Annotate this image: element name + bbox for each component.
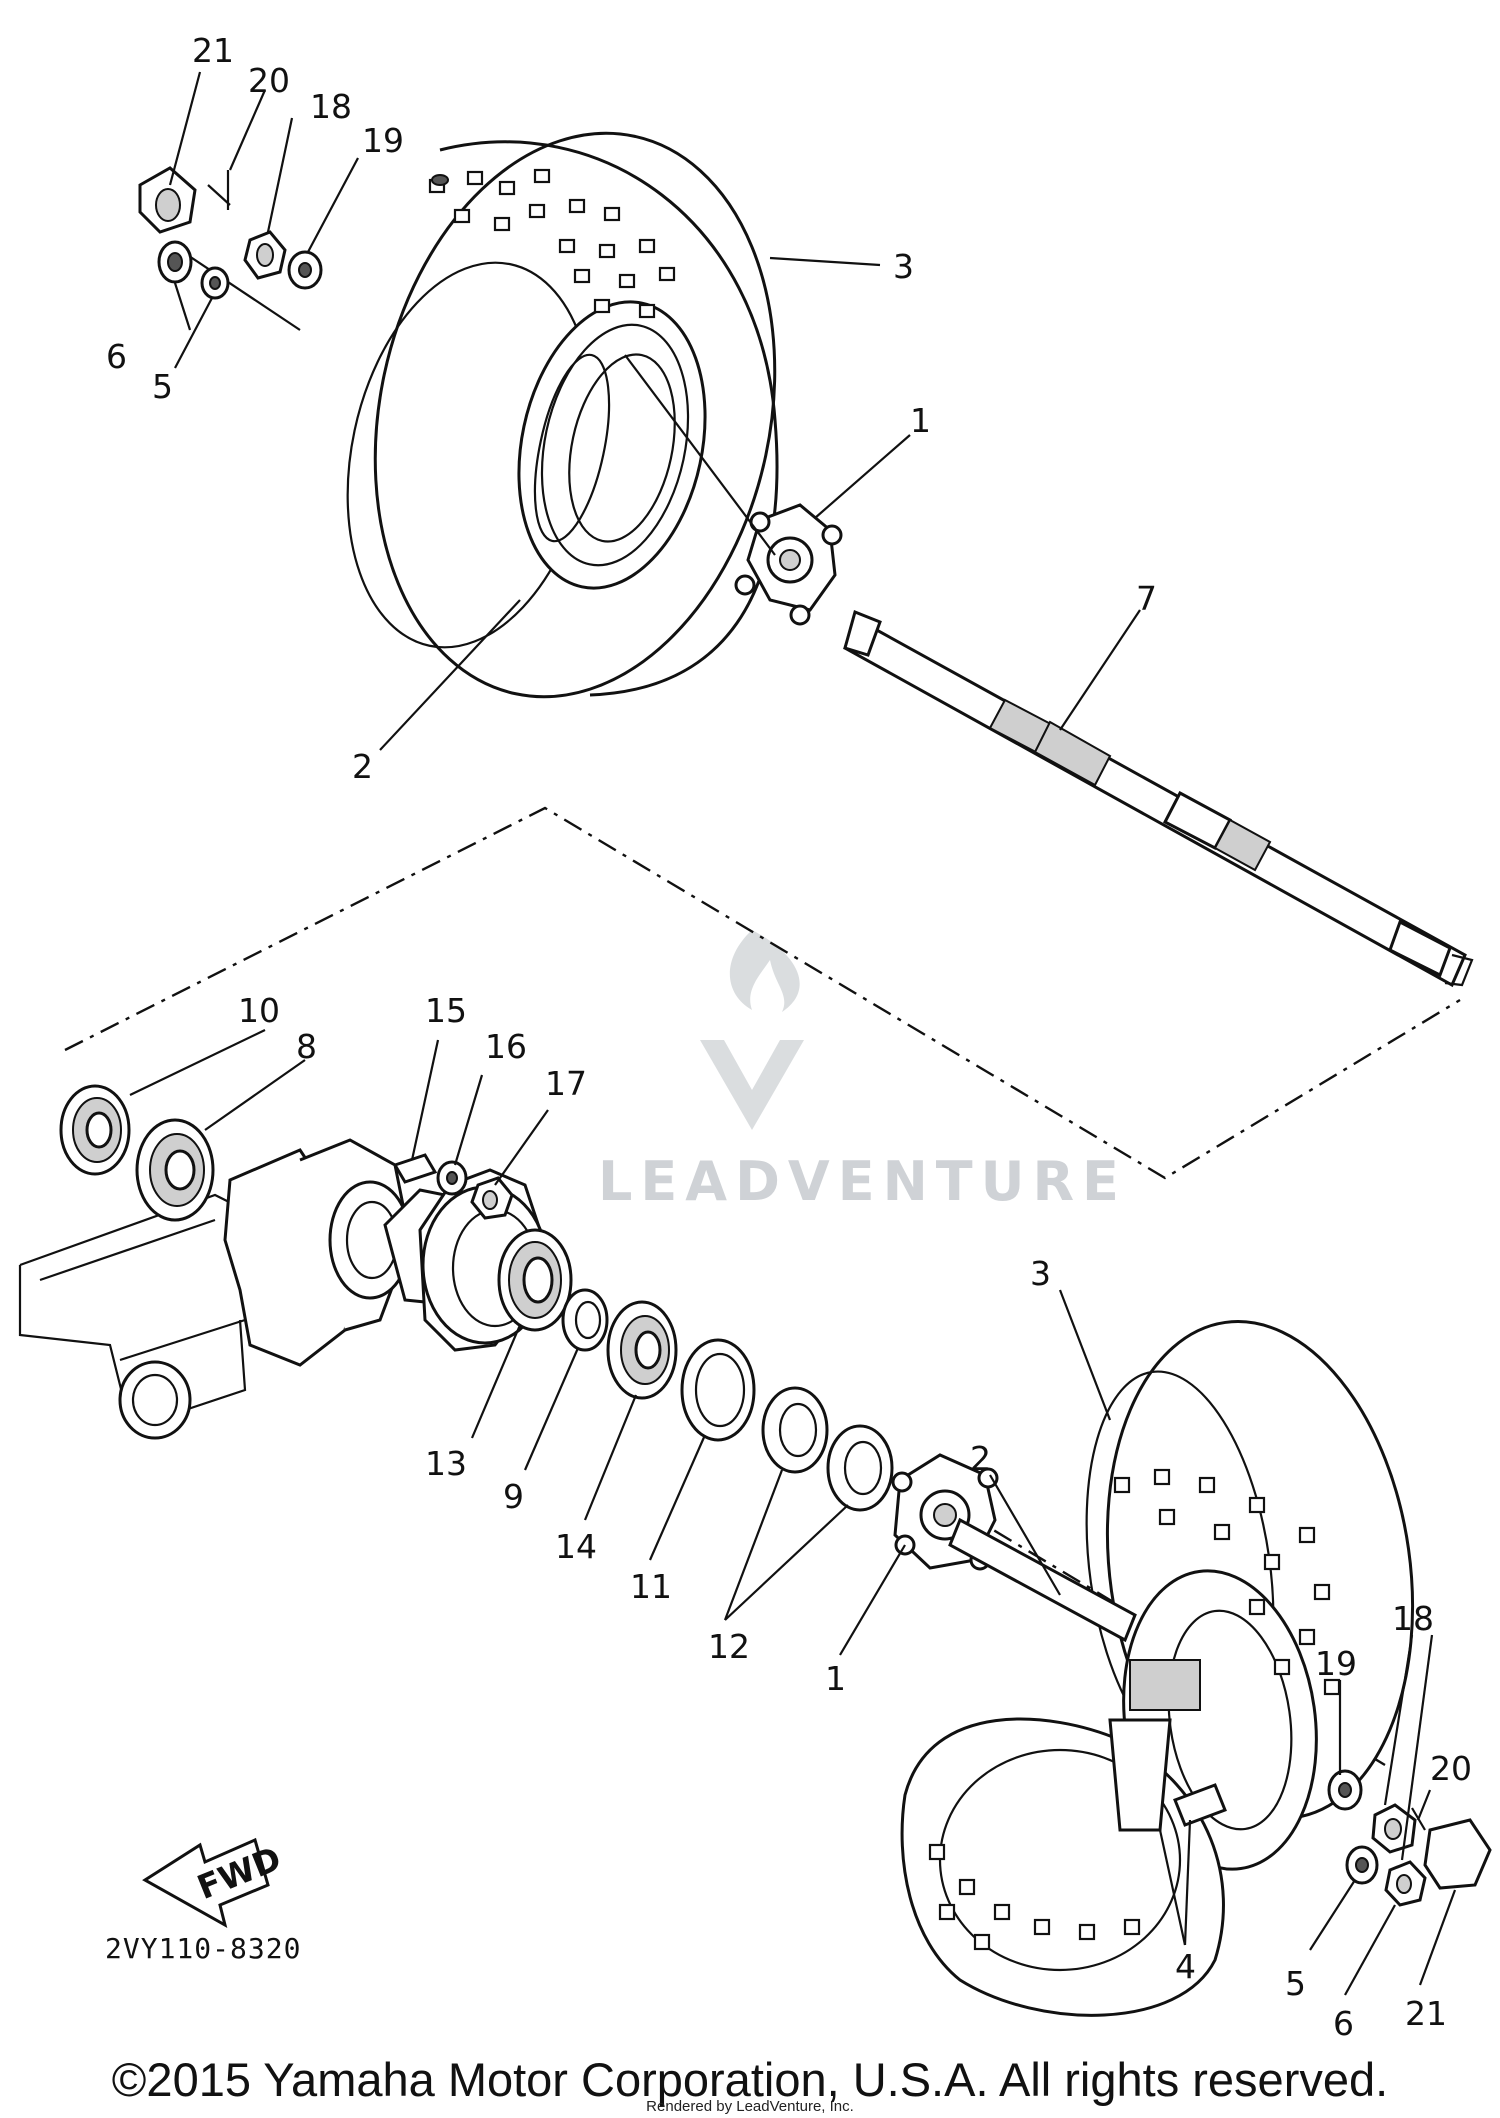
callout-3-upper: 3 <box>893 247 914 286</box>
callout-18-lower: 18 <box>1392 1599 1434 1638</box>
callout-9: 9 <box>503 1477 524 1516</box>
callout-2-upper: 2 <box>352 747 373 786</box>
callout-17: 17 <box>545 1064 587 1103</box>
upper-hub <box>734 503 843 626</box>
callout-3-lower: 3 <box>1030 1254 1051 1293</box>
callout-15: 15 <box>425 991 467 1030</box>
bearing-8 <box>135 1118 215 1222</box>
watermark-logo <box>700 930 804 1130</box>
upper-hardware <box>138 166 323 300</box>
callout-14: 14 <box>555 1527 597 1566</box>
rendered-by-note: Rendered by LeadVenture, Inc. <box>646 2098 854 2115</box>
watermark-text: LEADVENTURE <box>598 1150 1127 1213</box>
diagram-code: 2VY110-8320 <box>105 1932 301 1965</box>
axle-housing <box>18 1138 573 1440</box>
callout-18-upper: 18 <box>310 87 352 126</box>
callout-2-lower: 2 <box>970 1439 991 1478</box>
nuts-12 <box>761 1386 894 1512</box>
rear-axle <box>843 609 1474 988</box>
callout-19-upper: 19 <box>362 121 404 160</box>
callout-7: 7 <box>1136 579 1157 618</box>
stud-nut-washer <box>392 1153 514 1220</box>
assembly-outline <box>64 806 1461 1180</box>
bearing-14 <box>606 1300 678 1400</box>
lower-hardware <box>1327 1769 1492 1907</box>
callout-10: 10 <box>238 991 280 1030</box>
lower-tire <box>900 1320 1415 2017</box>
seal-11 <box>680 1338 756 1442</box>
seal-10 <box>59 1084 131 1176</box>
callout-6-upper: 6 <box>106 337 127 376</box>
callout-20-upper: 20 <box>248 61 290 100</box>
callout-8: 8 <box>296 1027 317 1066</box>
callout-5-upper: 5 <box>152 367 173 406</box>
callout-5-lower: 5 <box>1285 1964 1306 2003</box>
callout-6-lower: 6 <box>1333 2004 1354 2043</box>
callout-12: 12 <box>708 1627 750 1666</box>
callout-11: 11 <box>630 1567 672 1606</box>
callout-21-lower: 21 <box>1405 1994 1447 2033</box>
callout-21-upper: 21 <box>192 31 234 70</box>
callout-16: 16 <box>485 1027 527 1066</box>
fwd-arrow-icon: FWD <box>142 1837 286 1929</box>
spacer-9 <box>561 1288 609 1352</box>
copyright-notice: ©2015 Yamaha Motor Corporation, U.S.A. A… <box>111 2053 1389 2106</box>
callouts: 21 20 18 19 6 5 3 1 7 2 10 8 15 16 17 13… <box>106 31 1472 2043</box>
callout-20-lower: 20 <box>1430 1749 1472 1788</box>
callout-1-upper: 1 <box>910 401 931 440</box>
lower-axle-link <box>948 1517 1227 1827</box>
callout-4: 4 <box>1175 1947 1196 1986</box>
callout-13: 13 <box>425 1444 467 1483</box>
leader-lines <box>129 71 1457 1996</box>
callout-19-lower: 19 <box>1315 1644 1357 1683</box>
upper-tire <box>346 131 779 699</box>
callout-1-lower: 1 <box>825 1659 846 1698</box>
